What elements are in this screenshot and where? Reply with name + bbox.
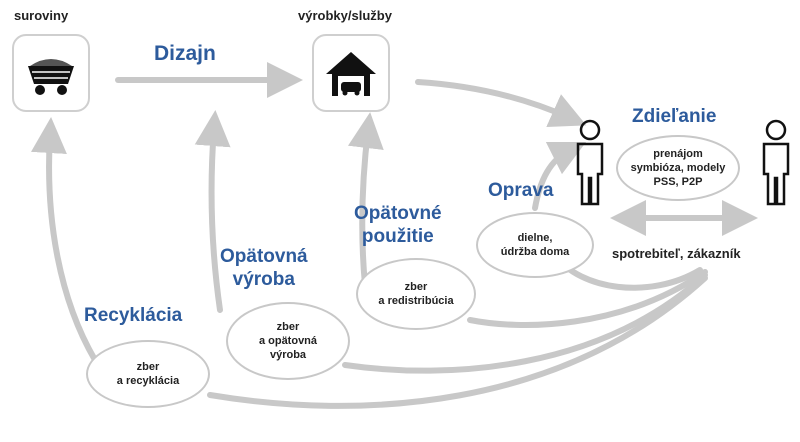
stage-remanufacturing: Opätovná výroba [220, 246, 308, 290]
bubble-repair: dielne, údržba doma [476, 212, 594, 278]
raw-materials-box [12, 34, 90, 112]
bubble-recycling-text: zber a recyklácia [116, 361, 180, 387]
arrow-up-recycle [30, 117, 98, 363]
bubble-repair-text: dielne, údržba doma [500, 232, 570, 258]
arrow-return-recycle [207, 275, 708, 409]
arrow-repair [532, 141, 587, 211]
bubble-sharing-text: prenájom symbióza, modely PSS, P2P [630, 148, 726, 188]
products-box [312, 34, 390, 112]
coal-cart-icon [28, 59, 74, 95]
arrow-return-reuse [467, 269, 708, 328]
consumer-label: spotrebiteľ, zákazník [612, 246, 741, 261]
arrow-to-consumer [415, 79, 587, 128]
bubble-reuse-text: zber a redistribúcia [378, 281, 454, 307]
stage-reuse: Opätovné použitie [354, 203, 442, 247]
products-label: výrobky/služby [298, 8, 392, 23]
bubble-sharing: prenájom symbióza, modely PSS, P2P [616, 135, 740, 201]
arrow-up-reman [194, 110, 231, 313]
stage-repair: Oprava [488, 180, 554, 201]
bubble-recycling: zber a recyklácia [86, 340, 210, 408]
bubble-remanufacturing: zber a opätovná výroba [226, 302, 350, 380]
stage-sharing: Zdieľanie [632, 106, 717, 127]
arrow-up-reuse [347, 112, 384, 288]
stage-recycling: Recyklácia [84, 305, 183, 326]
raw-materials-label: suroviny [14, 8, 69, 23]
person-icon [762, 119, 790, 206]
bubble-reuse: zber a redistribúcia [356, 258, 476, 330]
stage-design: Dizajn [154, 42, 216, 65]
arrow-return-reman [342, 272, 708, 374]
bubble-remanufacturing-text: zber a opätovná výroba [258, 321, 318, 361]
person-icon [576, 119, 604, 206]
house-car-icon [326, 52, 376, 96]
